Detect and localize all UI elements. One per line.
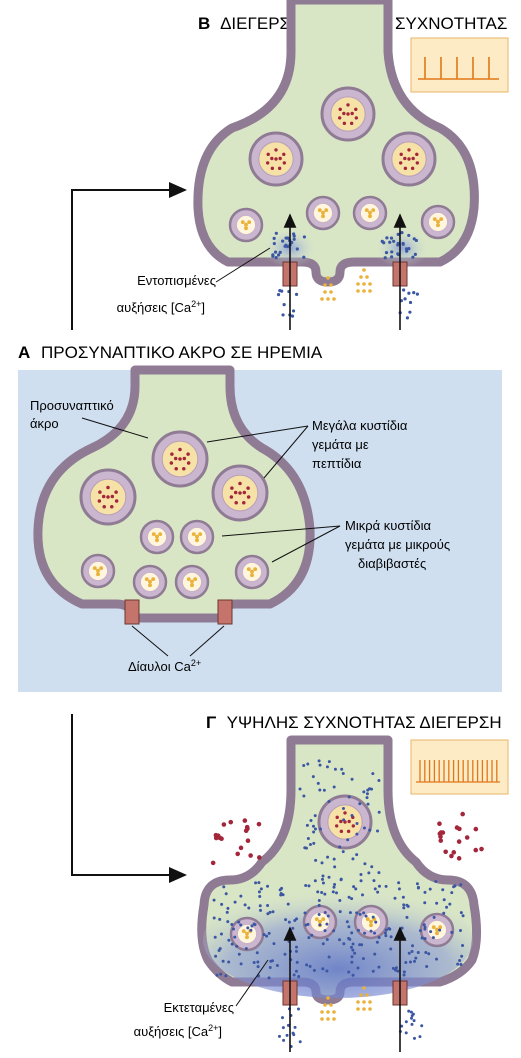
released-peptides [210, 818, 262, 866]
released-transmitter [320, 996, 336, 1021]
calcium-channel [217, 599, 233, 625]
channels-leader [131, 625, 169, 657]
large-dense-core-vesicle [320, 86, 376, 142]
small-synaptic-vesicle [419, 912, 455, 948]
panel-c-letter: Γ [206, 713, 216, 732]
panel-c-stimulus-trace [410, 739, 509, 795]
trace-line [416, 760, 500, 783]
released-peptides [437, 811, 484, 861]
small-vesicles-line3: διαβιβαστές [358, 556, 426, 571]
large-vesicles-leader [263, 425, 309, 479]
released-transmitter [356, 268, 372, 293]
calcium-ions [398, 288, 419, 320]
terminal-label-line1: Προσυναπτικό [30, 398, 114, 413]
panel-c: Γ ΥΨΗΛΗΣ ΣΥΧΝΟΤΗΤΑΣ ΔΙΕΓΕΡΣΗ Εκτεταμένες… [134, 713, 509, 1052]
large-dense-core-vesicle [79, 468, 137, 526]
small-synaptic-vesicle [352, 195, 388, 231]
large-dense-core-vesicle [211, 464, 269, 522]
panel-c-label-line1: Εκτεταμένες [164, 1000, 234, 1015]
small-synaptic-vesicle [139, 519, 175, 555]
panel-a-title: ΠΡΟΣΥΝΑΠΤΙΚΟ ΑΚΡΟ ΣΕ ΗΡΕΜΙΑ [41, 343, 323, 362]
calcium-ions [276, 289, 299, 318]
arrow-a-to-b [71, 182, 187, 330]
small-synaptic-vesicle [228, 207, 264, 243]
channels-leader [189, 625, 225, 657]
calcium-ions [380, 231, 418, 260]
small-vesicles-line2: γεμάτα με μικρούς [345, 537, 450, 552]
small-synaptic-vesicle [302, 904, 338, 940]
small-synaptic-vesicle [234, 554, 270, 590]
panel-a-terminal [33, 365, 315, 625]
panel-b-stimulus-trace [410, 37, 509, 93]
small-synaptic-vesicle [179, 519, 215, 555]
small-vesicles-leader [271, 525, 341, 563]
small-synaptic-vesicle [353, 904, 389, 940]
panel-c-terminal [197, 735, 484, 1052]
panel-b-label-leader [215, 247, 271, 283]
panel-c-title: ΥΨΗΛΗΣ ΣΥΧΝΟΤΗΤΑΣ ΔΙΕΓΕΡΣΗ [227, 713, 502, 732]
small-synaptic-vesicle [132, 564, 168, 600]
large-dense-core-vesicle [381, 131, 437, 187]
small-synaptic-vesicle [420, 204, 456, 240]
arrow-a-to-c [71, 714, 187, 883]
panel-b-terminal [193, 0, 479, 330]
panel-a-letter: Α [18, 343, 30, 362]
panel-b-label-line1: Εντοπισμένες [137, 273, 216, 288]
small-synaptic-vesicle [80, 553, 116, 589]
terminal-label-line2: άκρο [30, 416, 59, 431]
large-dense-core-vesicle [151, 430, 209, 488]
panel-b-letter: Β [198, 14, 210, 33]
svg-text:Α ΠΡΟΣΥΝΑΠΤΙΚΟ ΑΚΡΟ ΣΕ Η: Α ΠΡΟΣΥΝΑΠΤΙΚΟ ΑΚΡΟ ΣΕ ΗΡΕΜΙΑ [18, 343, 323, 362]
svg-text:Γ ΥΨΗΛΗΣ ΣΥΧΝΟΤΗΤΑΣ ΔΙΕΓ: Γ ΥΨΗΛΗΣ ΣΥΧΝΟΤΗΤΑΣ ΔΙΕΓΕΡΣΗ [206, 713, 502, 732]
calcium-channel [124, 599, 140, 625]
large-vesicles-line3: πεπτίδια [312, 456, 362, 471]
released-transmitter [356, 986, 372, 1011]
released-transmitter [320, 276, 336, 301]
panel-b: Β ΔΙΕΓΕΡΣΗ ΧΑΜΗΛΗΣ ΣΥΧΝΟΤΗΤΑΣ Εντοπισμέν… [117, 0, 509, 330]
large-vesicles-leader [206, 425, 309, 443]
small-synaptic-vesicle [229, 916, 265, 952]
small-synaptic-vesicle [174, 564, 210, 600]
large-vesicles-line1: Μεγάλα κυστίδια [312, 418, 408, 433]
calcium-ions [298, 759, 381, 882]
small-vesicles-leader [221, 525, 341, 537]
large-vesicles-line2: γεμάτα με [312, 437, 369, 452]
calcium-ions [398, 1009, 424, 1040]
panel-a: Α ΠΡΟΣΥΝΑΠΤΙΚΟ ΑΚΡΟ ΣΕ ΗΡΕΜΙΑ Προσυναπτι… [18, 343, 502, 692]
panel-c-label-line2: αυξήσεις [Ca2+] [134, 1023, 222, 1039]
trace-line [418, 57, 499, 80]
terminal-label-leader [81, 417, 149, 439]
panel-c-label-leader [235, 959, 269, 1007]
calcium-ions [212, 879, 465, 980]
large-dense-core-vesicle [317, 794, 373, 850]
channels-label: Δίαυλοι Ca2+ [128, 658, 201, 674]
panel-b-label-line2: αυξήσεις [Ca2+] [117, 299, 205, 315]
large-dense-core-vesicle [248, 131, 304, 187]
small-synaptic-vesicle [305, 195, 341, 231]
small-vesicles-line1: Μικρά κυστίδια [345, 518, 432, 533]
